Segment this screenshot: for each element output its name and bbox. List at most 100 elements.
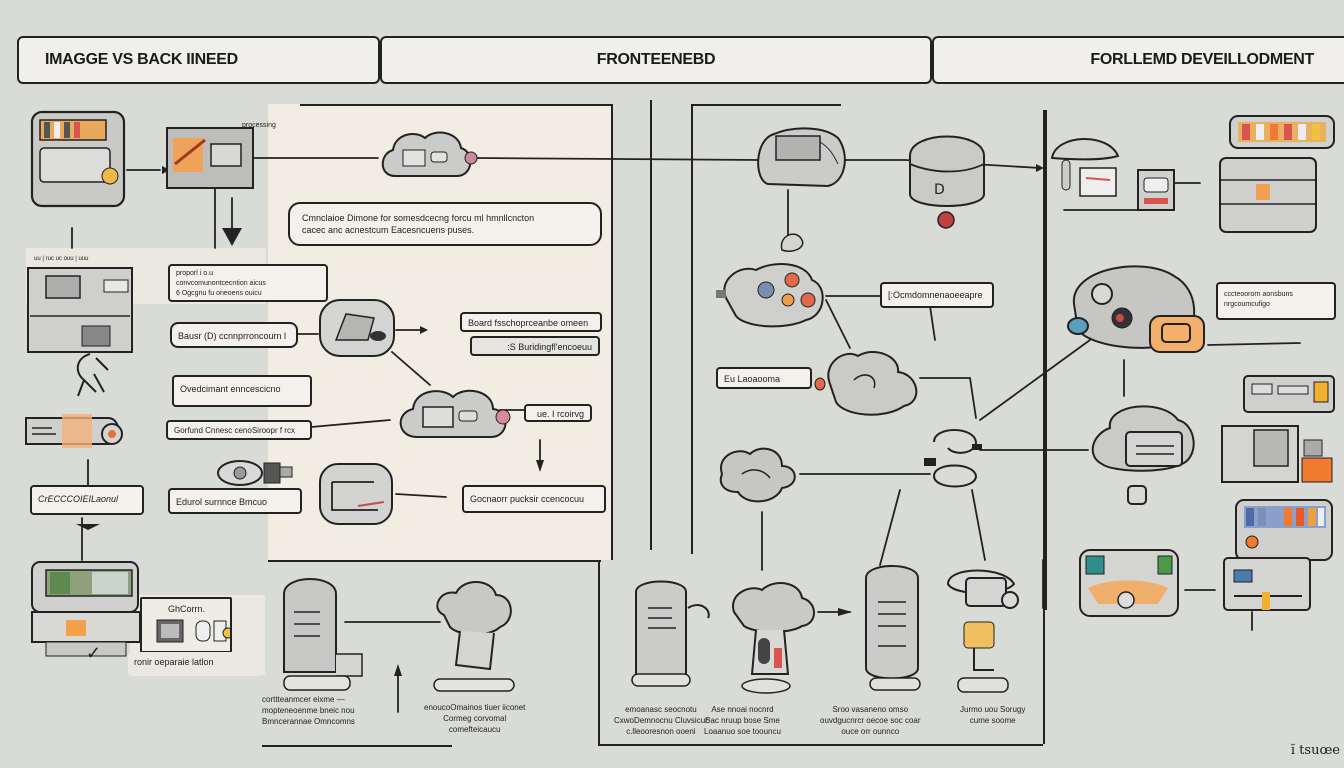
label-lambda: Eu Laoaooma [716,367,812,389]
divider-right [1043,110,1045,744]
helmet-device-icon [1050,138,1120,197]
label-basic: Bausr (D) ccnnprroncourn l [170,322,298,348]
divider-right-2 [1045,110,1047,610]
db2-caption-line: Sroo vasaneno omso [832,705,909,714]
label-config-line: proporl i o.u [176,270,213,277]
label-component: [:Ocmdomnenaoeeapre [880,282,994,308]
pin-icon [780,233,804,252]
cloud-caption: enoucoOmainos tiuer iiconet Cormeg corvo… [424,702,525,735]
panel-right-border [611,104,613,560]
handshake-person-icon [76,353,109,397]
wire-laptop-down [391,351,431,386]
note-processing: processing [242,122,276,129]
settings-note-line: cccteoororn aonsbuns [1224,291,1293,298]
database-icon-1 [631,580,710,687]
cloud-node-icon [381,131,478,177]
arrowhead-6 [838,608,852,616]
checkmark-icon: ✓ [86,643,102,663]
arrowhead-8 [1036,164,1044,172]
bottom-caption-line [262,745,452,747]
cloud2-caption-line: Bac nruup bose Sme [705,716,780,725]
server-caption-line: mopteneoenme bneic nou [262,706,355,715]
database-server-icon [283,578,363,691]
footer-mark: ĭ tsuœe [1290,743,1340,758]
printer-caption: Jurmo uou Sorugy cume soome [960,704,1025,726]
header-right: FORLLEMD DEVEILLODMENT [932,36,1344,84]
label-component-text: [:Ocmdomnenaoeeapre [888,290,983,300]
label-connect-text: Gorfund Cnnesc cenoSiroopr f rcx [174,426,295,435]
cloud2-caption-line: Loaanuo soe toouncu [704,727,781,736]
arrowhead-3 [420,326,428,334]
db1-caption-line: emoanasc seocnotu [625,705,697,714]
header-left: IMAGGE VS BACK IINEED [17,36,380,84]
cloud-figure-icon [433,581,515,692]
divider-2 [691,104,693,554]
cloud-caption-line: comefteicaucu [448,725,501,734]
label-entity: Edurol surnnce Bmcuo [168,488,302,514]
camera-robot-icon [217,460,293,486]
db1-caption: emoanasc seocnotu CxwoDemnocnu Cluvsicur… [614,704,708,737]
divider-3 [598,560,600,745]
brain-network-icon [716,263,824,328]
printer-caption-line: cume soome [969,716,1016,725]
label-credential: CrECCCOIEILaonul [30,485,144,515]
label-builder-text: :S Buridingfl'encoeuu [507,342,592,352]
laptop-node-icon [319,299,395,357]
worker-cloud-icon [814,351,918,416]
gauge-icon [195,620,230,642]
panel-tag: uu | ruc uc ouu | uuu [34,256,89,262]
description-box: Cmnclaioe Dimone for somesdcecng forcu m… [288,202,602,246]
hub-node-icon [924,429,982,488]
label-config-line: convcomunontcecntion aicus [176,280,266,287]
server-caption: corttteanmcer eixme — mopteneoenme bneic… [262,694,355,727]
bottom-frame-line [598,744,1043,746]
wire-node-right [919,377,977,419]
label-connect: Gorfund Cnnesc cenoSiroopr f rcx [166,420,312,440]
storage-node-icon [757,127,846,188]
label-config: proporl i o.u convcomunontcecntion aicus… [168,264,328,302]
printer-caption-line: Jurmo uou Sorugy [960,705,1026,714]
label-frontier: ue. I rcoirvg [524,404,592,422]
wire-curve-up [879,489,901,566]
vr-headset-icon [1067,265,1205,353]
label-separate: ronir oeparaie latlon [128,652,262,676]
db1-caption-line: c.lleooresnon ooeni [626,727,696,736]
label-basic-text: Bausr (D) ccnnprroncourn l [178,331,287,341]
header-left-title: IMAGGE VS BACK IINEED [45,51,238,68]
label-credential-text: CrECCCOIEILaonul [38,494,119,504]
wire-label-down [929,305,936,341]
printer-scanner-icon [31,561,141,657]
description-line-2: cacec anc acnestcum Eacesncuens puses. [302,225,475,235]
cloud2-caption-line: Ase nnoai nocnrd [711,705,774,714]
tree-cloud-icon [732,582,815,694]
label-lambda-text: Eu Laoaooma [724,374,781,384]
wire-node2-link [299,419,391,429]
wire-diag [979,339,1091,421]
control-panel-icon [1079,549,1179,617]
server-caption-line: Bmncerannae Omncomns [262,717,355,726]
settings-note-line: nrgcoumcufigo [1224,301,1270,308]
label-general: Gocnaorr pucksir ccencocuu [462,485,606,513]
svg-text:D: D [934,182,945,198]
tape-library-icon [1223,499,1333,611]
lower-panel-top-border [268,560,601,562]
server-rack-icon [30,110,126,208]
workstation-icon [27,267,133,353]
desktop-workstation-icon [1221,375,1335,483]
hard-drive-icon [319,463,393,525]
server-stack-icon [1219,115,1335,233]
server-caption-line: corttteanmcer eixme — [262,695,345,704]
database-node-icon: D [909,135,985,229]
arrowhead-2 [222,228,242,246]
cloud2-caption: Ase nnoai nocnrd Bac nruup bose Sme Loaa… [704,704,781,737]
label-entity-text: Edurol surnnce Bmcuo [176,497,268,507]
divider-2-top [691,104,841,106]
db2-caption: Sroo vasaneno omso ouvdgucnrcr oecoe soc… [820,704,921,737]
arrowhead-7 [394,664,402,676]
wire-brain-down [825,299,851,349]
label-separate-text: ronir oeparaie latlon [134,657,214,667]
label-overview-text: Ovedcimant enncescicno [180,384,281,394]
cloud-caption-line: Cormeg corvomal [443,714,507,723]
printer-lamp-icon [946,569,1019,693]
wire-entity-to-drive [395,493,447,498]
